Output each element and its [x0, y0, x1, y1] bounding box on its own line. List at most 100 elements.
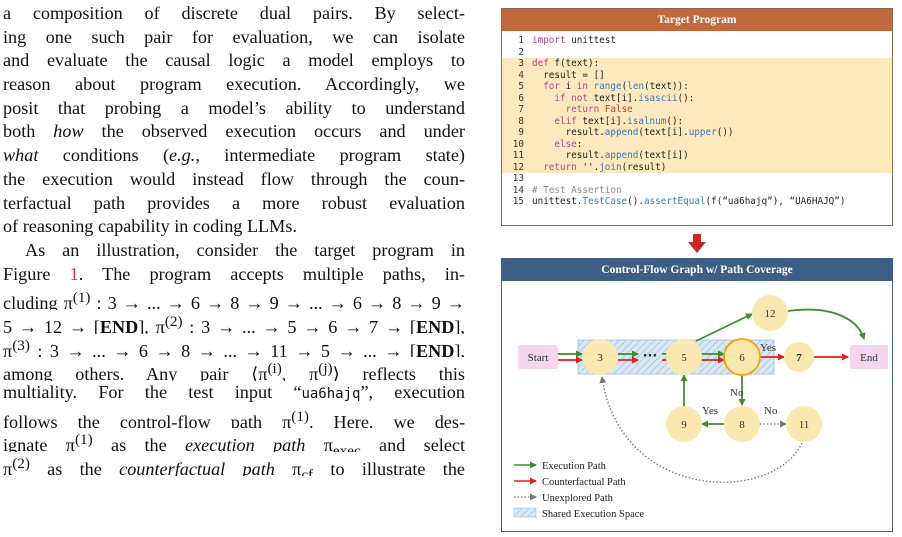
- edge-label-yes-8-9: Yes: [702, 405, 718, 417]
- text-line: 5 → 12 → [END], π(2) : 3 → ... → 5 → 6 →…: [3, 312, 465, 334]
- code-line-number: 8: [518, 115, 524, 127]
- text-line: ing one such pair for evaluation, we can…: [3, 26, 465, 47]
- code-line-number: 11: [512, 150, 524, 161]
- code-line-text: result.append(text[i]): [532, 150, 689, 161]
- code-line-number: 9: [518, 127, 524, 138]
- code-line-number: 10: [512, 138, 524, 150]
- node-ellipsis: ···: [643, 349, 658, 364]
- node-11: 11: [786, 406, 822, 442]
- text-line: Figure 1. The program accepts multiple p…: [3, 263, 465, 284]
- svg-text:6: 6: [739, 352, 745, 364]
- text-line: a composition of discrete dual pairs. By…: [3, 3, 465, 23]
- code-line-number: 15: [512, 196, 524, 207]
- code-line: 4 result = []: [502, 69, 892, 81]
- code-line: 1 import unittest: [502, 35, 892, 47]
- code-line-number: 7: [518, 104, 524, 115]
- svg-text:9: 9: [681, 419, 687, 431]
- node-9: 9: [666, 406, 702, 442]
- node-12: 12: [752, 295, 788, 331]
- edge-11-3-unexplored: [599, 376, 803, 483]
- code-line-number: 3: [518, 58, 524, 69]
- code-line: 6 if not text[i].isascii():: [502, 92, 892, 104]
- text-line: among others. Any pair ⟨π(i), π(j)⟩ refl…: [3, 360, 465, 381]
- text-line: both how the observed execution occurs a…: [3, 121, 465, 142]
- code-line: 5 for i in range(len(text)):: [502, 81, 892, 93]
- code-line-text: else:: [554, 138, 583, 150]
- code-line: 12 return ''.join(result): [502, 161, 892, 173]
- node-5: 5: [666, 339, 702, 375]
- svg-text:Shared Execution Space: Shared Execution Space: [542, 509, 644, 520]
- node-7: 7: [784, 342, 814, 372]
- text-line: what conditions (e.g., intermediate prog…: [3, 145, 465, 166]
- legend-item-execution: Execution Path: [514, 461, 607, 472]
- text-line: π(3) : 3 → ... → 6 → 8 → ... → 11 → 5 → …: [3, 336, 465, 358]
- code-line: 15 unittest.TestCase().assertEqual(f(“ua6…: [502, 196, 892, 208]
- code-line: 3 def f(text):: [502, 58, 892, 70]
- text-line: reason about program execution. Accordin…: [3, 74, 465, 95]
- text-line: As an illustration, consider the target …: [25, 239, 465, 260]
- svg-text:3: 3: [597, 352, 603, 364]
- code-line: 2: [502, 47, 892, 59]
- code-line: 10 else:: [502, 138, 892, 150]
- code-panel-title: Target Program: [502, 9, 892, 31]
- svg-text:12: 12: [765, 308, 776, 320]
- code-line-text: # Test Assertion: [532, 184, 622, 196]
- text-line: and evaluate the causal logic a model em…: [3, 50, 465, 71]
- svg-text:Counterfactual Path: Counterfactual Path: [542, 477, 626, 488]
- code-line-text: return ''.join(result): [543, 161, 667, 173]
- node-start: Start: [518, 345, 558, 369]
- cfg-panel-title: Control-Flow Graph w/ Path Coverage: [502, 259, 892, 281]
- control-flow-graph-panel: Control-Flow Graph w/ Path Coverage: [501, 258, 893, 532]
- node-end: End: [850, 345, 888, 369]
- code-line-number: 12: [512, 161, 524, 173]
- code-line-number: 4: [518, 69, 524, 81]
- edge-5-12-execution: [695, 313, 753, 342]
- text-line: the execution would instead flow through…: [3, 168, 465, 189]
- code-line-text: if not text[i].isascii():: [554, 92, 695, 104]
- code-line-number: 14: [512, 184, 524, 196]
- legend: Execution Path Counterfactual Path Unexp…: [513, 461, 644, 520]
- code-line-number: 6: [518, 92, 524, 104]
- svg-text:End: End: [860, 352, 878, 364]
- code-line-number: 5: [518, 81, 524, 92]
- code-line-text: result.append(text[i].upper()): [532, 127, 734, 138]
- code-line-text: for i in range(len(text)):: [543, 81, 689, 92]
- down-arrow-icon: [688, 234, 706, 253]
- edges: [558, 308, 866, 483]
- text-line: ignate π(1) as the execution path πexec …: [3, 431, 465, 453]
- edge-label-no-8-11: No: [764, 405, 778, 417]
- code-line-text: import unittest: [532, 35, 616, 46]
- code-line-number: 2: [518, 46, 524, 58]
- node-6: 6: [723, 338, 761, 376]
- svg-text:11: 11: [799, 419, 810, 431]
- paper-text-column: a composition of discrete dual pairs. By…: [3, 2, 465, 476]
- legend-item-unexplored: Unexplored Path: [514, 493, 614, 504]
- text-line: π(2) as the counterfactual path πcf to i…: [3, 455, 465, 476]
- code-line-number: 1: [518, 35, 524, 46]
- text-line: of reasoning capability in coding LLMs.: [3, 216, 297, 237]
- code-line-text: unittest.TestCase().assertEqual(f(“ua6ha…: [532, 196, 846, 207]
- code-line-text: elif text[i].isalnum():: [554, 115, 684, 127]
- edge-label-yes-6-7: Yes: [760, 342, 776, 354]
- cfg-diagram: Yes No Yes No Start 3 ··· 5 6: [513, 295, 888, 520]
- svg-text:Unexplored Path: Unexplored Path: [542, 493, 614, 504]
- code-line: 11 result.append(text[i]): [502, 150, 892, 162]
- text-line: terfactual path provides a more robust e…: [3, 192, 465, 213]
- edge-12-end-execution: [787, 308, 866, 340]
- code-line: 7 return False: [502, 104, 892, 116]
- code-line: 8 elif text[i].isalnum():: [502, 115, 892, 127]
- legend-item-shared-space: Shared Execution Space: [513, 507, 644, 520]
- svg-text:7: 7: [796, 352, 802, 364]
- edge-label-no-6-8: No: [730, 387, 744, 399]
- text-line: posit that probing a model’s ability to …: [3, 97, 465, 118]
- text-line: cluding π(1) : 3 → ... → 6 → 8 → 9 → ...…: [3, 289, 465, 310]
- code-line: 13: [502, 173, 892, 185]
- code-line-text: result = []: [532, 69, 605, 81]
- code-line: 14 # Test Assertion: [502, 185, 892, 197]
- legend-item-counterfactual: Counterfactual Path: [514, 477, 626, 488]
- code-line-text: def f(text):: [532, 58, 600, 69]
- text-line: follows the control-flow path π(1). Here…: [3, 407, 465, 429]
